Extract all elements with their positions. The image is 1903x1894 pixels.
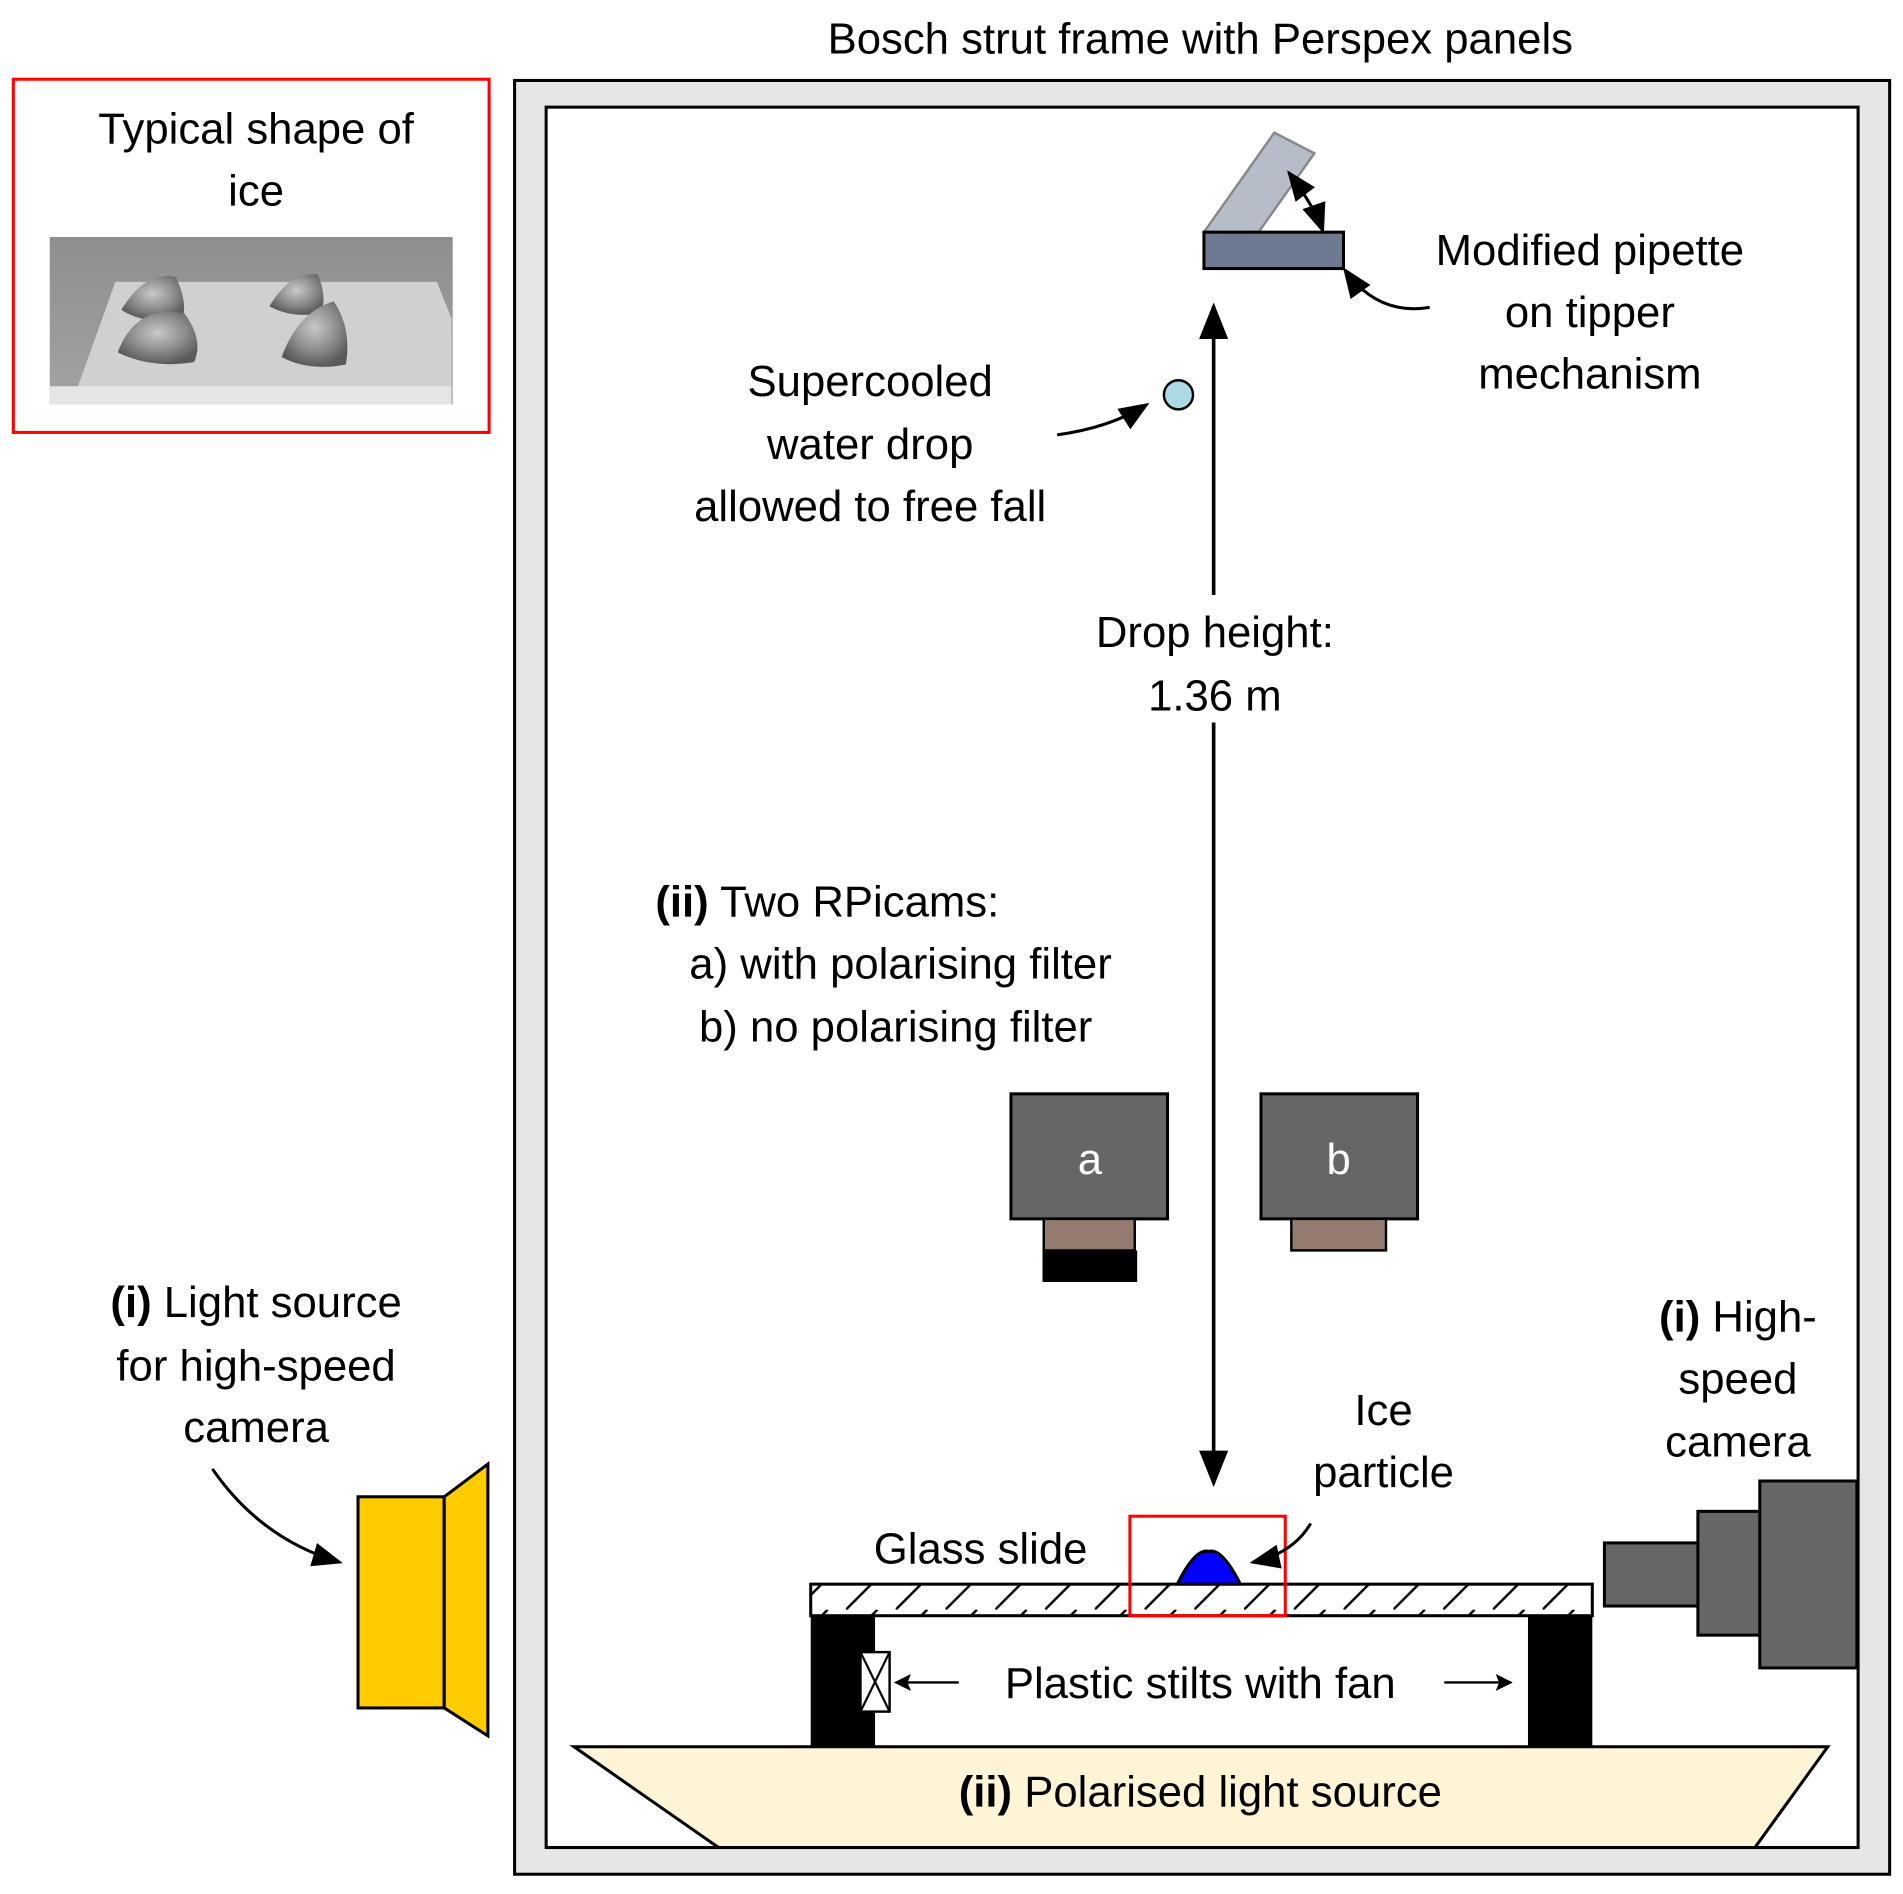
tipper-rotation-arrow <box>1287 170 1326 234</box>
ice-particle-label-line-1: Ice <box>1354 1386 1412 1435</box>
polarising-filter <box>1042 1250 1138 1282</box>
high-speed-camera <box>1602 1479 1859 1670</box>
ice-photo <box>49 237 453 405</box>
water-drop <box>1162 379 1195 411</box>
diagram-title: Bosch strut frame with Perspex panels <box>828 15 1573 64</box>
rpicams-heading-text: Two RPicams: <box>709 878 1000 927</box>
glass-slide-label: Glass slide <box>874 1525 1088 1574</box>
polarised-light-prefix: (ii) <box>959 1767 1012 1816</box>
ice-particle-pointer-arrow <box>1249 1522 1313 1569</box>
pipette-label-line-1: Modified pipette <box>1436 226 1744 275</box>
rpicam-b-lens <box>1290 1217 1388 1252</box>
pipette-base <box>1202 230 1346 271</box>
stilt-right <box>1527 1615 1593 1747</box>
drop-height-label-line-2: 1.36 m <box>1148 671 1282 720</box>
inset-title-line-1: Typical shape of <box>98 105 415 154</box>
polarised-light-label: (ii) Polarised light source <box>959 1767 1442 1816</box>
pipette-tipper <box>1201 131 1430 311</box>
glass-slide <box>809 1582 1594 1618</box>
polarised-light-text: Polarised light source <box>1012 1767 1442 1816</box>
high-speed-camera-line-1-text: High- <box>1700 1293 1817 1342</box>
rpicam-b: b <box>1259 1092 1420 1252</box>
light-source-label-line-2: for high-speed <box>116 1341 395 1390</box>
light-source-line-1-text: Light source <box>152 1278 402 1327</box>
rpicam-a: a <box>1009 1092 1170 1282</box>
high-speed-camera-label-line-1: (i) High- <box>1659 1293 1817 1342</box>
rpicam-a-letter: a <box>1078 1135 1103 1184</box>
rpicams-heading: (ii) Two RPicams: <box>655 878 999 927</box>
rpicam-a-lens <box>1042 1217 1136 1252</box>
rpicams-line-b: b) no polarising filter <box>699 1003 1092 1052</box>
water-drop-label-line-2: water drop <box>766 420 973 469</box>
fan-icon <box>859 1650 891 1713</box>
stilts-label: Plastic stilts with fan <box>1005 1659 1396 1708</box>
light-source-label-line-1: (i) Light source <box>110 1278 401 1327</box>
ice-particle <box>1174 1549 1243 1586</box>
light-source-label-line-3: camera <box>183 1403 329 1452</box>
polarised-light-source <box>569 1745 1831 1850</box>
water-drop-pointer-arrow <box>1056 402 1150 437</box>
pipette-label-line-3: mechanism <box>1478 350 1701 399</box>
light-source-prefix: (i) <box>110 1278 151 1327</box>
rpicams-prefix: (ii) <box>655 878 708 927</box>
high-speed-camera-label-line-3: camera <box>1665 1418 1811 1467</box>
ice-shape-inset: Typical shape of ice <box>11 77 491 434</box>
water-drop-label-line-3: allowed to free fall <box>694 482 1046 531</box>
light-source-lamp <box>356 1460 490 1739</box>
rpicams-line-a: a) with polarising filter <box>689 940 1111 989</box>
water-drop-label-line-1: Supercooled <box>748 357 993 406</box>
high-speed-camera-prefix: (i) <box>1659 1293 1700 1342</box>
ice-particle-highlight-box <box>1128 1514 1287 1618</box>
pipette-label-line-2: on tipper <box>1505 288 1675 337</box>
light-source-pointer-arrow <box>211 1468 343 1567</box>
high-speed-camera-label-line-2: speed <box>1678 1355 1797 1404</box>
ice-particle-label-line-2: particle <box>1313 1448 1454 1497</box>
drop-height-label-line-1: Drop height: <box>1096 608 1334 657</box>
rpicam-b-letter: b <box>1326 1135 1350 1184</box>
inset-title-line-2: ice <box>228 166 284 215</box>
pipette-pointer-arrow <box>1342 267 1430 311</box>
